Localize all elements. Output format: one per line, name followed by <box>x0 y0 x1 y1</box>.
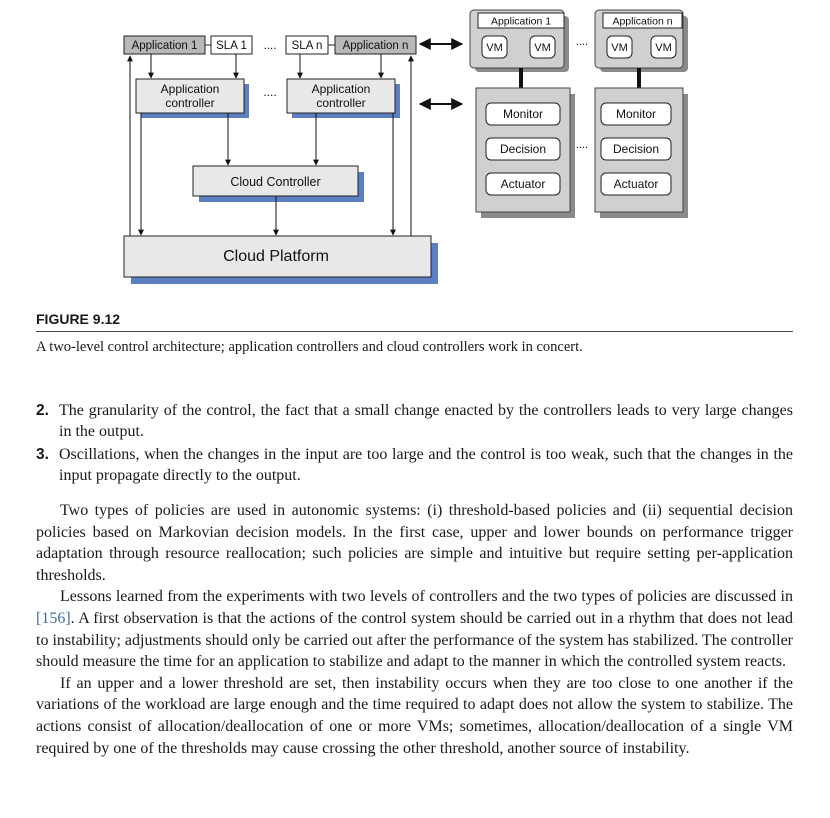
cloud-platform-label: Cloud Platform <box>223 248 329 265</box>
architecture-diagram: Application 1 SLA 1 .... SLA n Applicati… <box>123 9 688 284</box>
paragraph-text: . A first observation is that the action… <box>36 609 793 671</box>
sla-n-label: SLA n <box>292 40 323 52</box>
host-n-title: Application n <box>612 16 672 28</box>
host-n-decision <box>600 137 672 161</box>
list-item: 3. Oscillations, when the changes in the… <box>36 444 793 486</box>
cloud-controller <box>192 165 359 197</box>
application-row: Application 1 SLA 1 .... SLA n Applicati… <box>123 35 417 55</box>
host-n-actuator <box>600 172 672 196</box>
citation-link[interactable]: [156] <box>36 609 71 627</box>
cloud-platform <box>123 235 432 278</box>
paragraph-text: Lessons learned from the experiments wit… <box>60 588 793 606</box>
host-n-actuator-label: Actuator <box>614 177 659 191</box>
host-1: Application 1 VM VM Monitor Decision Act… <box>469 9 575 218</box>
numbered-list: 2. The granularity of the control, the f… <box>36 400 793 488</box>
figure-label: FIGURE 9.12 <box>36 311 121 327</box>
figure-caption: A two-level control architecture; applic… <box>36 339 583 355</box>
paragraph: Lessons learned from the experiments wit… <box>36 586 793 672</box>
host-1-actuator-label: Actuator <box>501 177 546 191</box>
controller-ellipsis: .... <box>263 85 276 99</box>
host-1-vm-b <box>529 35 556 59</box>
hosts-ellipsis-bottom: .... <box>576 139 588 151</box>
app-controller-1 <box>135 78 245 114</box>
cloud-controller-label: Cloud Controller <box>230 175 320 189</box>
list-item-number: 2. <box>36 402 49 419</box>
host-1-actuator <box>485 172 561 196</box>
app-controller-1-line2: controller <box>165 96 214 110</box>
list-item-text: The granularity of the control, the fact… <box>59 402 793 440</box>
app-controller-n-line2: controller <box>316 96 365 110</box>
host-1-vm-b-label: VM <box>534 42 551 54</box>
app-n-label: Application n <box>343 40 409 52</box>
app-controller-n <box>286 78 396 114</box>
host-1-monitor-label: Monitor <box>503 107 543 121</box>
host-n-vm-a <box>606 35 633 59</box>
list-item: 2. The granularity of the control, the f… <box>36 400 793 442</box>
hosts-ellipsis-top: .... <box>576 36 588 48</box>
host-n-decision-label: Decision <box>613 142 659 156</box>
sla-1-label: SLA 1 <box>216 40 247 52</box>
app-1-label: Application 1 <box>132 40 198 52</box>
app-controller-n-line1: Application <box>312 82 371 96</box>
row-ellipsis: .... <box>264 40 277 52</box>
paragraph: If an upper and a lower threshold are se… <box>36 674 793 757</box>
host-n-monitor <box>600 102 672 126</box>
host-1-decision-label: Decision <box>500 142 546 156</box>
app-controller-1-line1: Application <box>161 82 220 96</box>
host-1-vm-a-label: VM <box>486 42 503 54</box>
host-1-monitor <box>485 102 561 126</box>
host-n-monitor-label: Monitor <box>616 107 656 121</box>
host-n-vm-b-label: VM <box>655 42 672 54</box>
host-1-title: Application 1 <box>491 16 551 28</box>
host-1-vm-a <box>481 35 508 59</box>
list-item-text: Oscillations, when the changes in the in… <box>59 446 793 484</box>
connector-arrows <box>127 38 464 236</box>
host-n-vm-b <box>650 35 677 59</box>
host-n: Application n VM VM Monitor Decision Act… <box>594 9 688 218</box>
host-n-vm-a-label: VM <box>611 42 628 54</box>
body-text: Two types of policies are used in autono… <box>36 500 793 759</box>
host-1-decision <box>485 137 561 161</box>
paragraph: Two types of policies are used in autono… <box>36 502 793 584</box>
figure-rule <box>36 331 793 332</box>
list-item-number: 3. <box>36 446 49 463</box>
